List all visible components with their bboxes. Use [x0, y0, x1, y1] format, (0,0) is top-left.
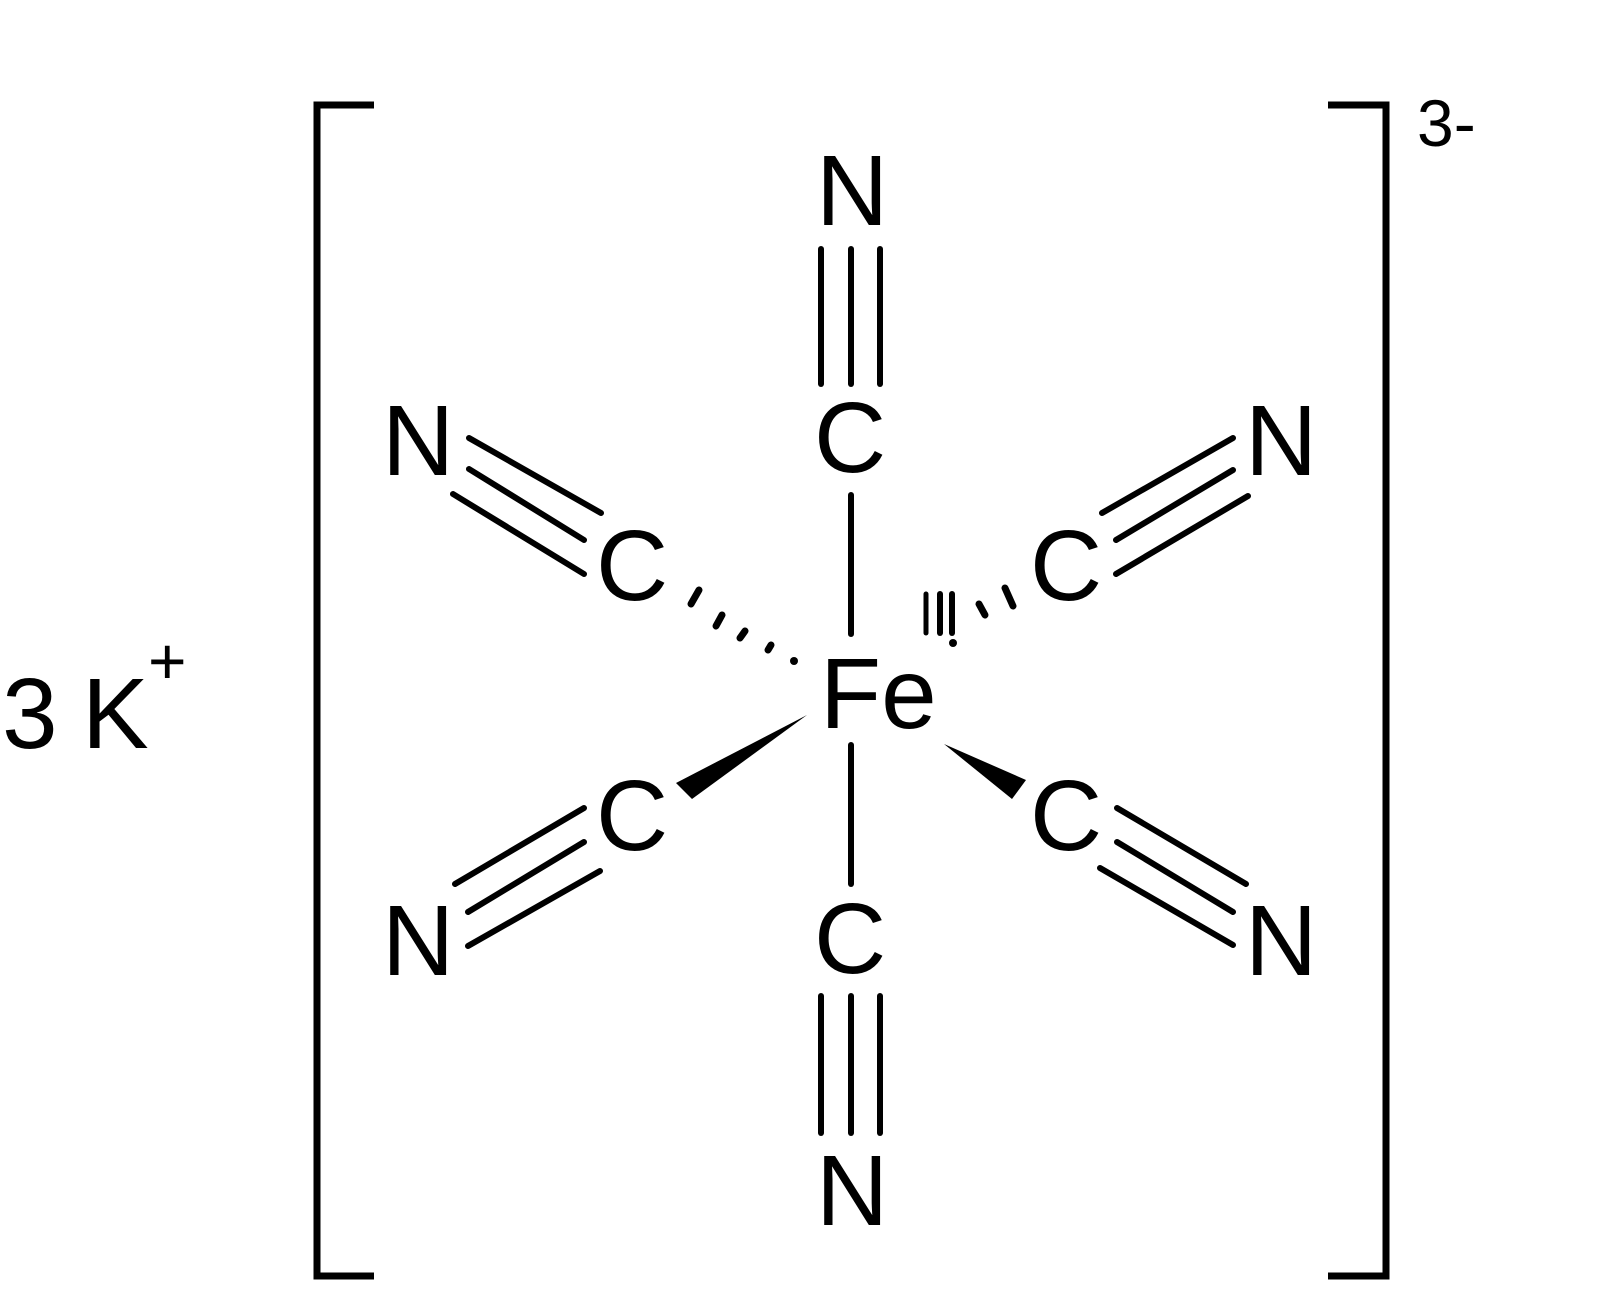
ligand-lower-left: C N [382, 715, 807, 997]
triple-bond-line [1097, 865, 1236, 948]
triple-bond-line [1114, 805, 1249, 887]
triple-bond-line [452, 805, 587, 887]
ligand-top: N C [814, 135, 888, 637]
central-atom-fe: Fe [820, 638, 937, 750]
potassium-charge: + [148, 624, 187, 698]
carbon-top: C [814, 382, 886, 494]
nitrogen-upper-right: N [1245, 385, 1317, 497]
counter-ion: 3 K + [2, 624, 187, 770]
triple-bond-line [1113, 467, 1236, 543]
left-bracket [313, 101, 374, 1280]
nitrogen-bottom: N [816, 1135, 888, 1247]
ligand-lower-right: C N [944, 744, 1317, 997]
triple-bond-line [1099, 435, 1236, 516]
triple-bond-line [466, 435, 604, 516]
potassium-symbol: K [82, 658, 149, 770]
triple-bond-line [450, 491, 587, 577]
complex-charge: 3- [1417, 86, 1476, 160]
counter-ion-count: 3 [2, 658, 58, 770]
nitrogen-top: N [816, 135, 888, 247]
nitrogen-lower-left: N [382, 885, 454, 997]
hashed-bond-upper-right [923, 584, 1017, 647]
triple-bond-line [465, 839, 587, 915]
nitrogen-upper-left: N [382, 385, 454, 497]
hashed-bond-upper-left [687, 586, 798, 665]
triple-bond-line [1113, 493, 1251, 577]
ligand-upper-left: N C [382, 385, 798, 665]
triple-bond-line [1114, 839, 1236, 915]
carbon-upper-left: C [596, 510, 668, 622]
wedge-bond-lower-left [676, 715, 807, 799]
carbon-upper-right: C [1030, 510, 1102, 622]
triple-bond-line [465, 868, 603, 949]
ligand-upper-right: N C [923, 385, 1317, 647]
ligand-bottom: C N [814, 742, 888, 1247]
nitrogen-lower-right: N [1245, 885, 1317, 997]
wedge-bond-lower-right [944, 744, 1026, 799]
carbon-lower-left: C [596, 760, 668, 872]
carbon-bottom: C [814, 883, 886, 995]
triple-bond-line [466, 466, 587, 543]
carbon-lower-right: C [1030, 760, 1102, 872]
right-bracket [1328, 101, 1390, 1280]
